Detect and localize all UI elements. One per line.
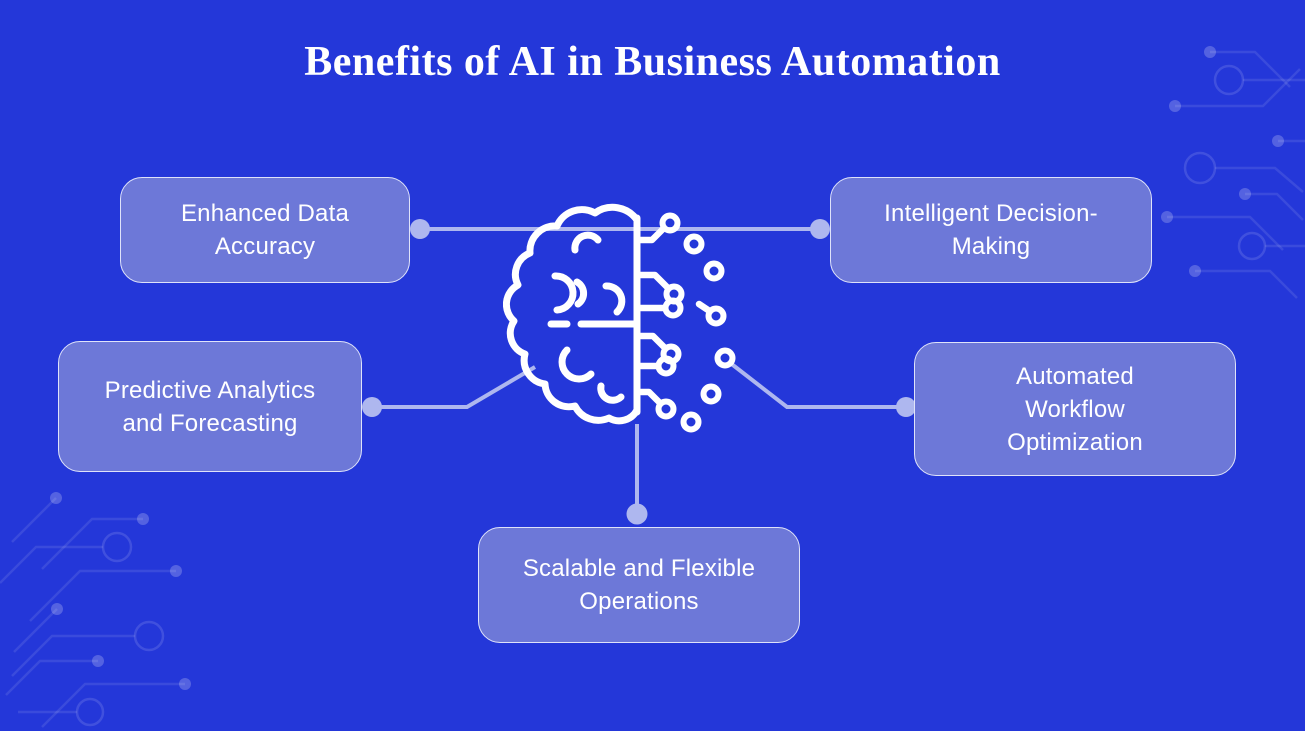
ai-brain-circuit-icon [503,203,736,433]
page-title: Benefits of AI in Business Automation [304,39,1001,85]
node-intelligent-decision-making: Intelligent Decision- Making [830,177,1152,283]
circuit-decoration-top-right [1161,46,1305,299]
node-predictive-analytics-forecasting: Predictive Analytics and Forecasting [58,341,362,472]
node-automated-workflow-optimization: Automated Workflow Optimization [914,342,1236,476]
node-label: Automated Workflow Optimization [1007,362,1143,456]
node-label: Enhanced Data Accuracy [180,200,350,260]
node-label: Intelligent Decision- Making [884,200,1098,260]
node-enhanced-data-accuracy: Enhanced Data Accuracy [120,177,410,283]
node-label: Predictive Analytics and Forecasting [104,376,316,437]
node-label: Scalable and Flexible Operations [522,555,756,615]
circuit-decoration-bottom-left [0,492,191,728]
node-scalable-flexible-operations: Scalable and Flexible Operations [478,527,800,643]
